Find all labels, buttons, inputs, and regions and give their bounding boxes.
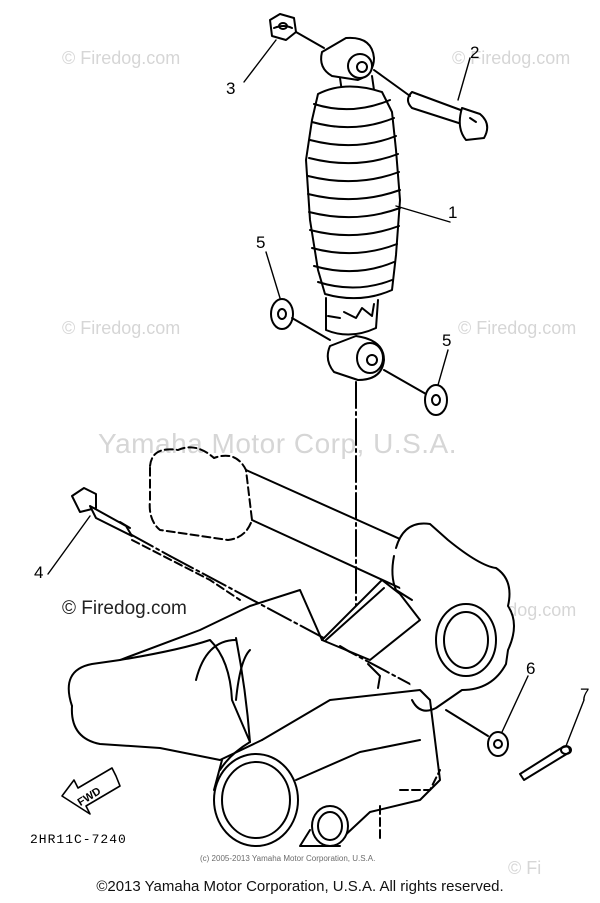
watermark-yamaha: Yamaha Motor Corp, U.S.A. [98, 428, 457, 459]
pivot-shaft-4 [71, 487, 133, 537]
callout-2: 2 [470, 43, 480, 62]
watermark-firedog: © Firedog.com [452, 48, 571, 68]
fwd-arrow [61, 767, 121, 815]
footer-copyright: ©2013 Yamaha Motor Corporation, U.S.A. A… [96, 878, 504, 895]
bolt-2 [407, 91, 489, 141]
leader-1 [395, 205, 451, 223]
washer-5-left [270, 298, 294, 330]
watermark-firedog: © Firedog.com [62, 48, 181, 68]
nut-3 [269, 13, 297, 41]
washer-5-right [424, 384, 448, 416]
watermark-firedog: © Firedog.com [62, 318, 181, 338]
callout-5-left: 5 [256, 233, 266, 252]
swingarm [67, 446, 515, 847]
firedog-label: © Firedog.com [62, 598, 187, 619]
shock-absorber [305, 36, 401, 381]
cotter-pin-7 [519, 745, 572, 781]
small-copyright: (c) 2005-2013 Yamaha Motor Corporation, … [200, 854, 376, 863]
watermark-firedog: © Firedog.com [458, 318, 577, 338]
figure-code: 2HR11C-7240 [30, 832, 127, 847]
callout-4: 4 [34, 563, 44, 582]
leader-4 [47, 515, 91, 575]
leader-7 [565, 699, 585, 747]
callout-3: 3 [226, 79, 236, 98]
leader-3 [243, 39, 277, 83]
leader-5-left [265, 251, 281, 299]
leader-2 [457, 57, 471, 101]
callout-5-right: 5 [442, 331, 452, 350]
leader-5-right [437, 349, 449, 386]
callout-1: 1 [448, 203, 458, 222]
callout-7: 7 [580, 685, 590, 704]
watermark-firedog: © Fi [508, 858, 542, 878]
washer-6 [487, 731, 509, 757]
callout-6: 6 [526, 659, 536, 678]
leader-6 [501, 675, 529, 733]
